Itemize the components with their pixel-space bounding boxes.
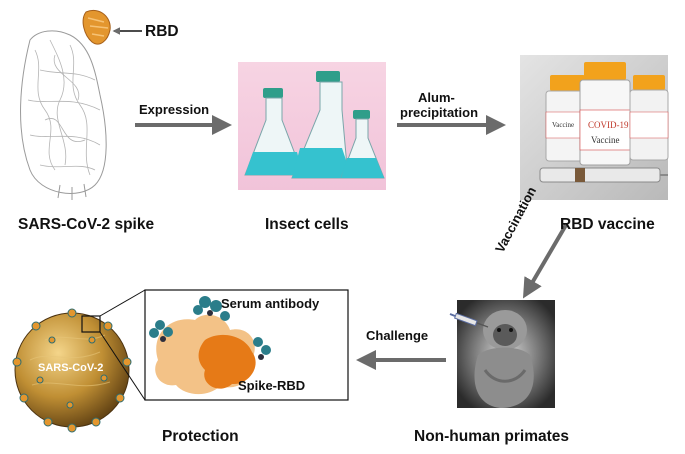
insect-cell-flasks [238, 62, 386, 190]
virus-label: SARS-CoV-2 [38, 362, 104, 374]
zoom-line-bottom [99, 331, 146, 401]
monkey-photo [457, 300, 555, 408]
virus-particle [12, 308, 132, 433]
zoom-line-top [99, 289, 146, 317]
arrow-vaccination [522, 223, 568, 299]
syringe-icon [449, 312, 489, 328]
spike-title: SARS-CoV-2 spike [18, 216, 155, 233]
primates-title: Non-human primates [414, 428, 570, 445]
vial-label-vaccine: Vaccine [591, 135, 620, 145]
step-alum-label-line1: Alum- [418, 90, 455, 105]
spike-protein-illustration [20, 30, 107, 200]
inset-spike-rbd-label: Spike-RBD [238, 378, 306, 393]
step-alum-label-line2: precipitation [400, 105, 479, 120]
vial-label-vaccine-left: Vaccine [552, 121, 575, 129]
rbd-antibody-illustration [149, 296, 271, 395]
vial-label-covid: COVID-19 [588, 120, 629, 130]
rbd-callout-label: RBD [145, 23, 179, 40]
rbd-vaccine-title: RBD vaccine [560, 216, 655, 233]
inset-serum-antibody-label: Serum antibody [221, 296, 320, 311]
rbd-domain-illustration [82, 10, 111, 45]
step-challenge-label: Challenge [366, 328, 429, 343]
insect-cells-title: Insect cells [265, 216, 349, 233]
step-expression-label: Expression [139, 102, 210, 117]
vaccine-vials-photo [520, 55, 669, 200]
protection-title: Protection [162, 428, 239, 445]
